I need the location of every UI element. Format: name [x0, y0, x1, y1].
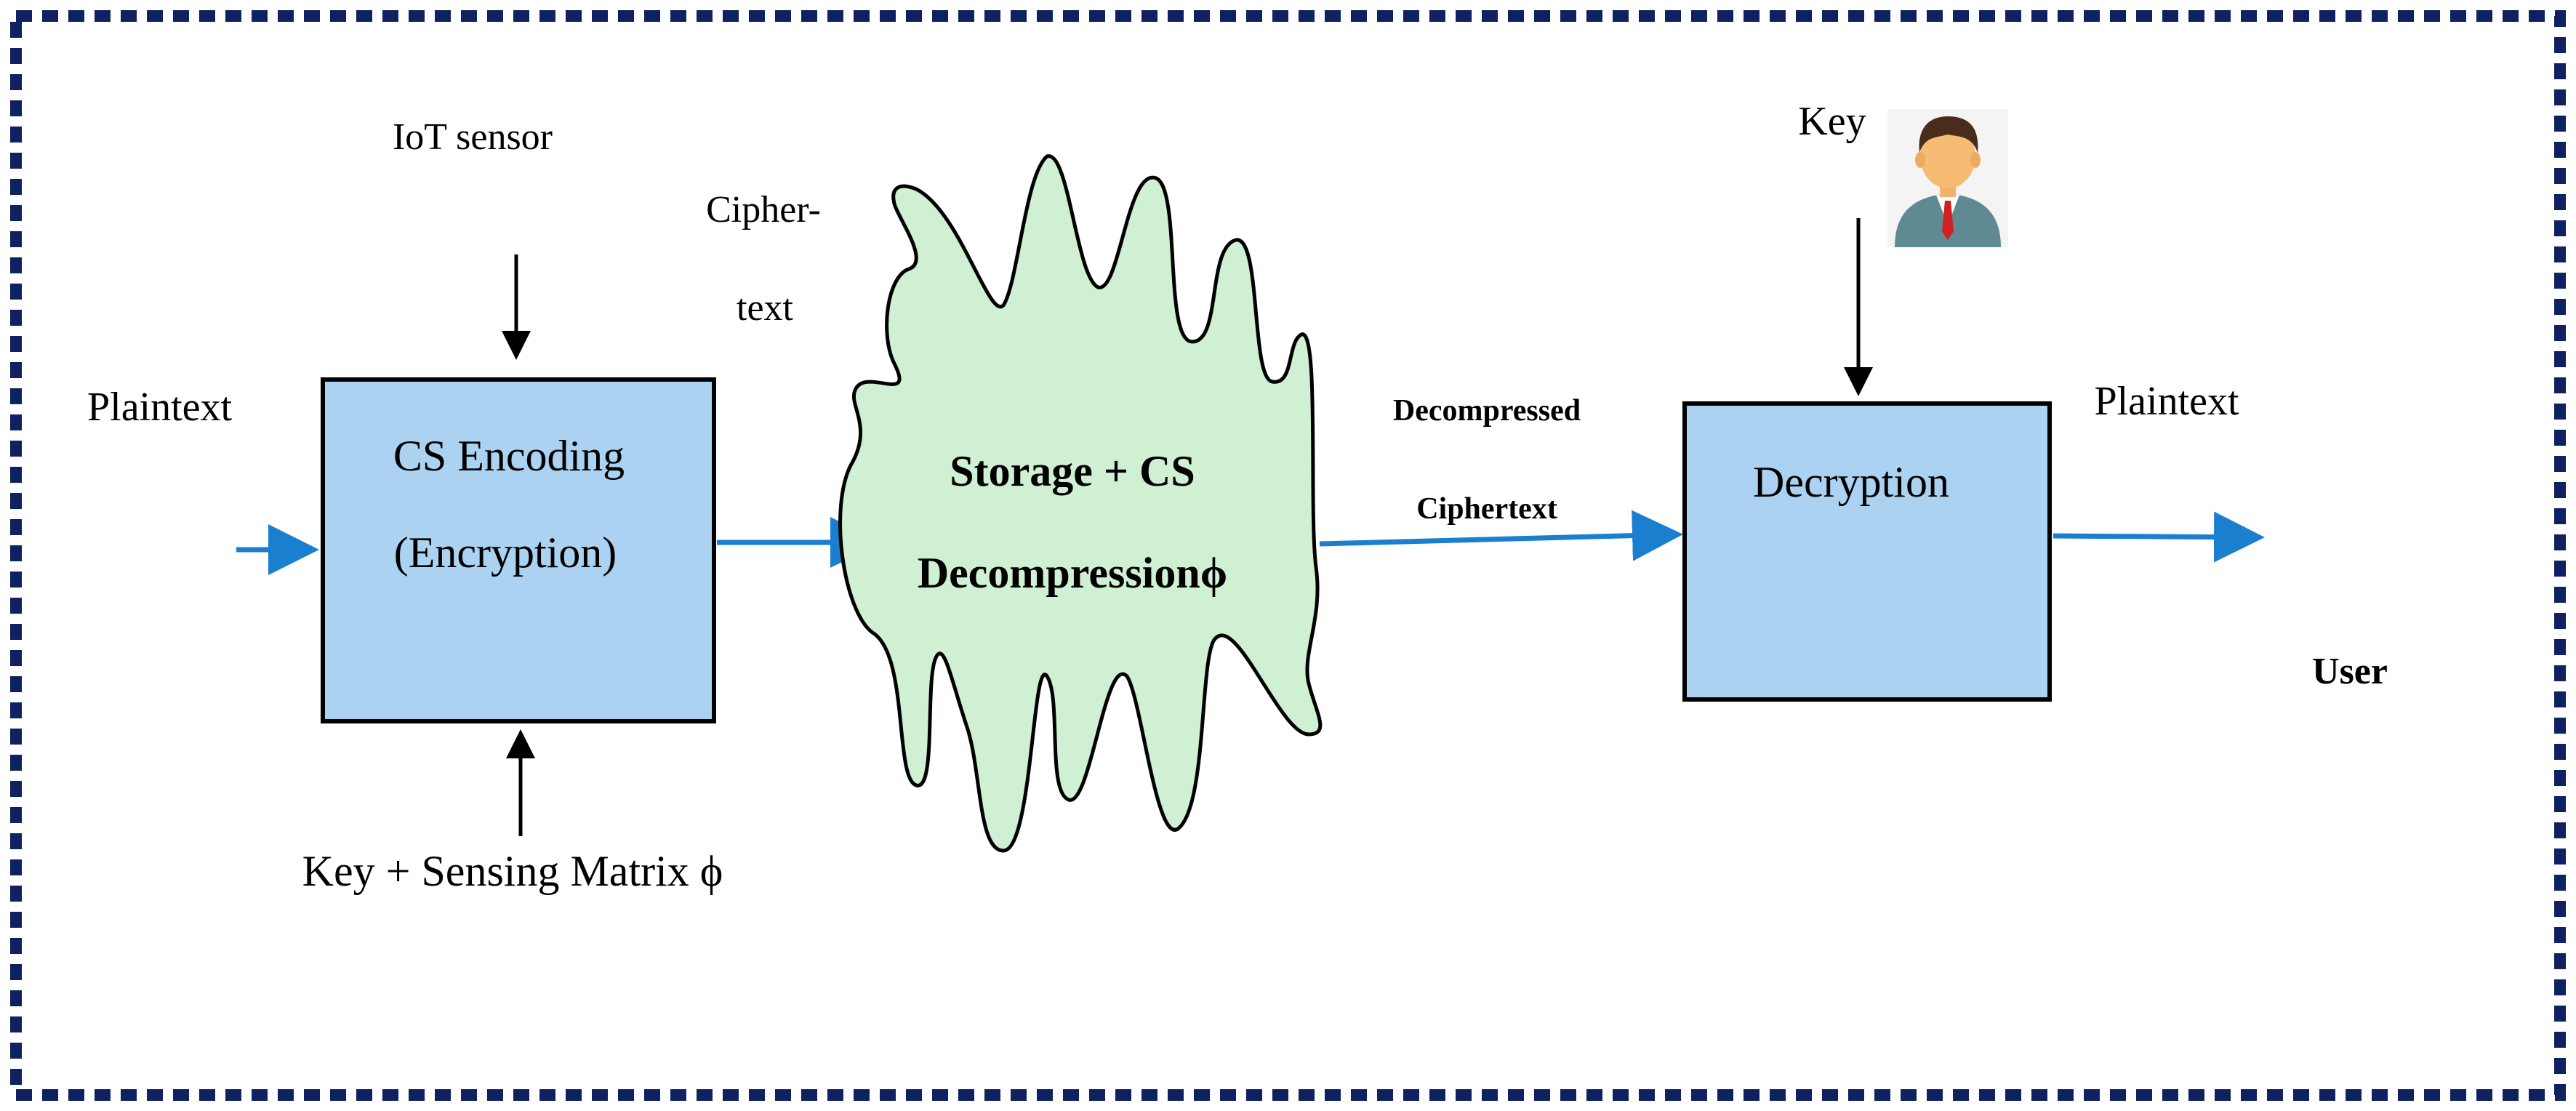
decryption-label: Decryption [1753, 458, 1949, 506]
plaintext-output-arrow [2053, 511, 2265, 563]
diagram-frame [10, 10, 2566, 1101]
cs-encoding-label: CS Encoding [393, 432, 625, 480]
ciphertext-label: Ciphertext [1416, 492, 1557, 526]
decryption-box: Decryption [1682, 401, 2052, 702]
decompressed-ciphertext-arrow [1319, 510, 1683, 561]
key-sensing-label: Key + Sensing Matrix ϕ [302, 847, 723, 895]
storage-cloud: Storage + CS Decompressionϕ [838, 154, 1323, 853]
user-label: User [2312, 651, 2388, 692]
cipher-label-line2: text [737, 287, 794, 329]
cs-encoding-box: CS Encoding (Encryption) [321, 377, 716, 723]
user-avatar-icon [1887, 109, 2008, 247]
decompressed-label: Decompressed [1393, 394, 1581, 428]
cipher-label-line1: Cipher- [706, 189, 821, 230]
encryption-label: (Encryption) [394, 529, 617, 577]
iot-sensor-label: IoT sensor [393, 116, 553, 158]
plaintext-output-label: Plaintext [2094, 379, 2239, 424]
cloud-label-line2: Decompressionϕ [918, 549, 1227, 597]
cloud-label-line1: Storage + CS [950, 447, 1195, 495]
plaintext-input-label: Plaintext [87, 385, 233, 430]
key-label: Key [1798, 99, 1866, 144]
